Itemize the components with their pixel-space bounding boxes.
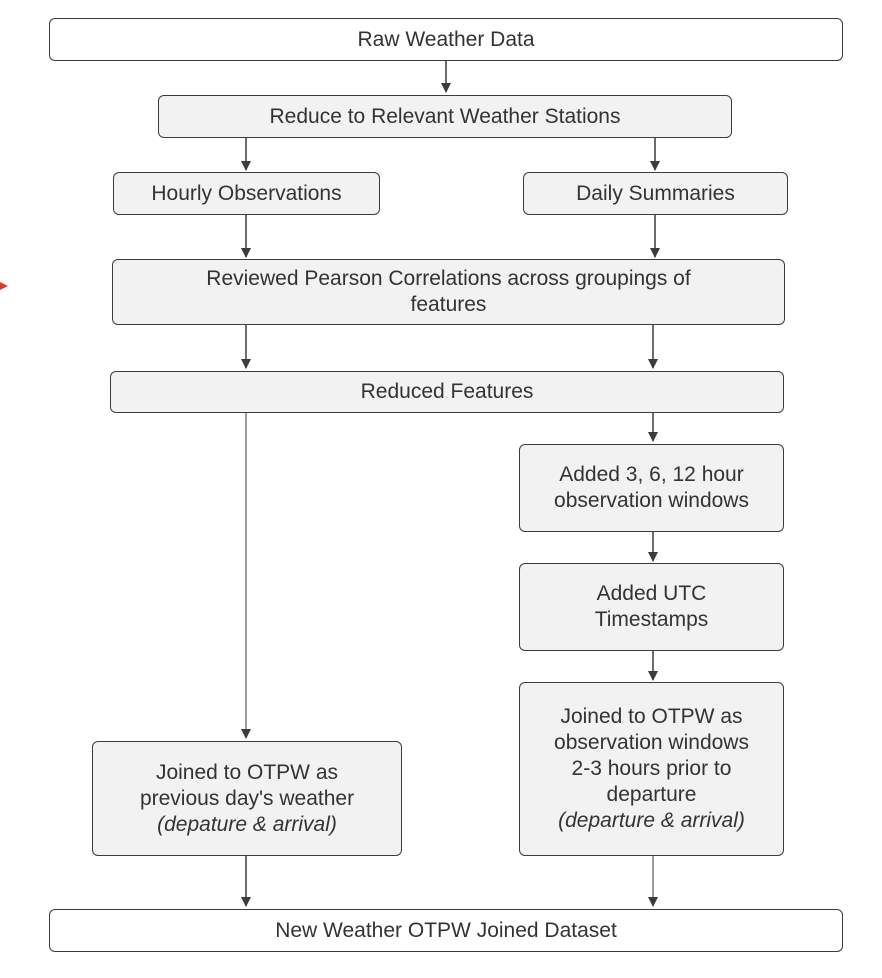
node-label: features bbox=[410, 293, 487, 316]
node-daily-summaries: Daily Summaries bbox=[523, 172, 788, 215]
node-label: observation windows bbox=[554, 731, 749, 754]
node-label: (depature & arrival) bbox=[157, 812, 337, 836]
node-reduced-features: Reduced Features bbox=[110, 371, 784, 413]
node-label: Daily Summaries bbox=[576, 181, 735, 205]
node-label: (departure & arrival) bbox=[558, 809, 745, 832]
node-label: Reduce to Relevant Weather Stations bbox=[269, 104, 621, 128]
node-label: Reduced Features bbox=[360, 380, 534, 403]
node-label: Joined to OTPW as bbox=[155, 760, 339, 784]
node-label: Timestamps bbox=[594, 608, 709, 631]
node-raw-weather-data: Raw Weather Data bbox=[49, 18, 843, 61]
red-arrow-mark bbox=[0, 282, 8, 290]
node-label: observation windows bbox=[554, 489, 749, 512]
node-joined-previous-day: Joined to OTPW as previous day's weather… bbox=[92, 741, 402, 856]
node-new-joined-dataset: New Weather OTPW Joined Dataset bbox=[49, 909, 843, 952]
node-label: departure bbox=[606, 783, 697, 806]
node-reduce-weather-stations: Reduce to Relevant Weather Stations bbox=[158, 95, 732, 138]
node-label: Joined to OTPW as bbox=[560, 705, 743, 728]
node-observation-windows: Added 3, 6, 12 hour observation windows bbox=[519, 444, 784, 532]
node-label: 2-3 hours prior to bbox=[571, 757, 732, 780]
node-label: Reviewed Pearson Correlations across gro… bbox=[206, 267, 691, 290]
node-label: New Weather OTPW Joined Dataset bbox=[275, 918, 617, 942]
node-hourly-observations: Hourly Observations bbox=[113, 172, 380, 215]
node-label: Added UTC bbox=[596, 582, 707, 605]
node-joined-observation-windows: Joined to OTPW as observation windows 2-… bbox=[519, 682, 784, 856]
node-utc-timestamps: Added UTC Timestamps bbox=[519, 563, 784, 651]
node-label: Hourly Observations bbox=[151, 181, 342, 205]
node-label: Raw Weather Data bbox=[357, 27, 535, 51]
node-label: Added 3, 6, 12 hour bbox=[559, 463, 744, 486]
node-label: previous day's weather bbox=[139, 786, 355, 810]
node-pearson-correlations: Reviewed Pearson Correlations across gro… bbox=[112, 259, 785, 325]
